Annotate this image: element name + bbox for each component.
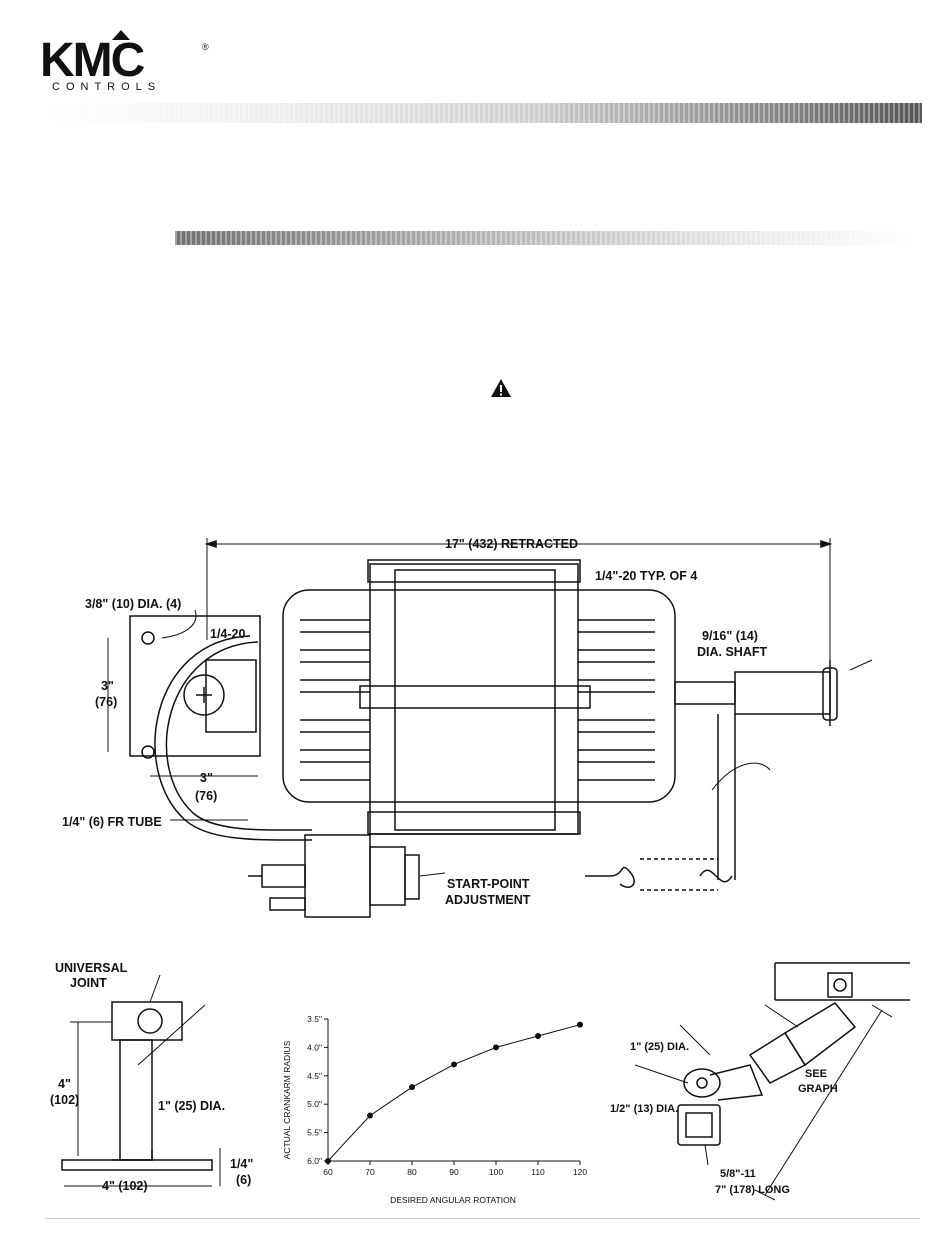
chart-x-tick-label: 70 [365,1167,375,1177]
vertical-dimension: 3" [101,679,114,693]
bolt-length-label: 7" (178) LONG [715,1184,790,1196]
chart-y-axis-label: ACTUAL CRANKARM RADIUS [282,1040,292,1159]
joint-diameter: 1" (25) DIA. [158,1099,225,1113]
chart-x-tick-label: 110 [531,1167,545,1177]
universal-joint-diagram: UNIVERSAL JOINT 4" (102) 1" (25) DIA. 4"… [50,961,253,1193]
chart-series-line [327,1024,581,1162]
chart-y-tick-label: 4.5" [307,1071,322,1081]
vertical-dimension-mm: (76) [95,695,117,709]
joint-label: JOINT [70,976,107,990]
chart-y-tick-label: 5.0" [307,1099,322,1109]
chart-x-tick-label: 100 [489,1167,503,1177]
hole-diameter-label: 3/8" (10) DIA. (4) [85,597,181,611]
shaft-label: DIA. SHAFT [697,645,768,659]
universal-label: UNIVERSAL [55,961,128,975]
crankarm-diagram: 1" (25) DIA. 1/2" (13) DIA. SEE GRAPH 5/… [610,962,910,1201]
crank-diameter-2: 1/2" (13) DIA. [610,1103,678,1115]
bolt-note-label: 1/4"-20 TYP. OF 4 [595,569,697,583]
chart-x-tick-label: 60 [323,1167,333,1177]
chart-y-tick-label: 3.5" [307,1014,322,1024]
warning-icon [491,379,511,397]
see-label: SEE [805,1068,827,1080]
overall-length-label: 17" (432) RETRACTED [445,537,578,551]
chart-y-tick-label: 6.0" [307,1156,322,1166]
chart-data-point [577,1021,583,1028]
start-point-label: START-POINT [447,877,530,891]
chart-x-tick-label: 90 [449,1167,459,1177]
chart-data-point [325,1158,331,1164]
chart-data-point [535,1033,541,1040]
actuator-diagram: 17" (432) RETRACTED 1/4"-20 TYP. OF 4 3/… [62,537,873,918]
chart-y-tick-label: 5.5" [307,1128,322,1138]
footer-rule [45,1218,920,1219]
logo-registered: ® [202,42,209,52]
thread-label: 1/4-20 [210,627,245,641]
graph-label: GRAPH [798,1083,838,1095]
logo-sub: CONTROLS [52,81,161,92]
joint-height-mm: (102) [50,1093,79,1107]
tube-label: 1/4" (6) FR TUBE [62,815,162,829]
chart-x-axis-label: DESIRED ANGULAR ROTATION [390,1195,516,1205]
kmc-logo: KMC ® CONTROLS [40,30,209,92]
chart-x-tick-label: 120 [573,1167,587,1177]
joint-base-width: 4" (102) [102,1179,148,1193]
crank-diameter-1: 1" (25) DIA. [630,1041,689,1053]
header-gradient-bar [48,103,922,123]
shaft-diameter-label: 9/16" (14) [702,629,758,643]
crankarm-chart: 60 70 80 90 100 110 120 3.5" 4.0" 4.5" 5.0" 5.5" 6.0… [282,1014,587,1205]
bolt-size-label: 5/8"-11 [720,1168,756,1180]
chart-x-tick-label: 80 [407,1167,417,1177]
chart-data-point [409,1084,415,1091]
chart-data-point [493,1044,499,1051]
base-thickness-mm: (6) [236,1173,251,1187]
chart-data-point [367,1112,373,1119]
adjustment-label: ADJUSTMENT [445,893,531,907]
base-thickness: 1/4" [230,1157,253,1171]
chart-y-tick-label: 4.0" [307,1042,322,1052]
section-gradient-bar [175,231,915,245]
horizontal-dimension: 3" [200,771,213,785]
horizontal-dimension-mm: (76) [195,789,217,803]
logo-wordmark: KMC [40,34,145,87]
joint-height: 4" [58,1077,71,1091]
chart-data-point [451,1061,457,1068]
